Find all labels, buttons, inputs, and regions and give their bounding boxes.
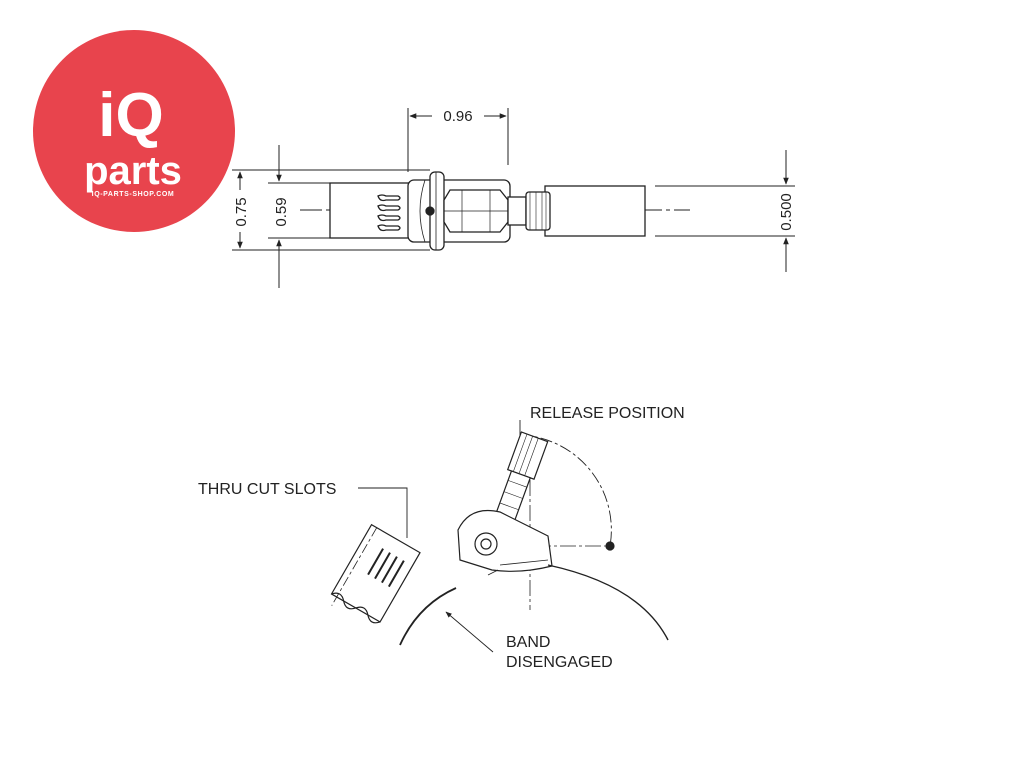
logo-brand-word: parts (84, 149, 182, 193)
logo-url: IQ-PARTS-SHOP.COM (92, 191, 175, 198)
release-housing (457, 509, 553, 572)
top-view (300, 171, 690, 251)
band-curve (547, 564, 669, 641)
release-position-label: RELEASE POSITION (530, 405, 685, 422)
logo-circle (33, 30, 235, 232)
thru-cut-slots-label: THRU CUT SLOTS (198, 481, 336, 498)
logo-brand-letters: iQ (98, 81, 163, 150)
band-label-line1: BAND (506, 634, 550, 651)
band-label-line2: DISENGAGED (506, 654, 613, 671)
band-right (544, 185, 646, 237)
band-disengaged-arc (399, 587, 457, 646)
dim-outer-height (232, 169, 430, 251)
iq-parts-logo: iQ parts IQ-PARTS-SHOP.COM (33, 30, 235, 232)
dim-band (655, 150, 795, 272)
slotted-band-piece (330, 523, 421, 624)
dim-inner-height-label: 0.59 (273, 197, 290, 226)
screw-nut (507, 196, 527, 226)
dim-outer-height-label: 0.75 (233, 197, 250, 226)
release-arc (519, 434, 612, 547)
dim-width (407, 108, 509, 172)
band-slots (377, 194, 401, 232)
dim-width-label: 0.96 (443, 108, 472, 125)
dim-inner-height (268, 145, 330, 288)
release-view (330, 420, 669, 653)
dim-band-label: 0.500 (778, 193, 795, 231)
